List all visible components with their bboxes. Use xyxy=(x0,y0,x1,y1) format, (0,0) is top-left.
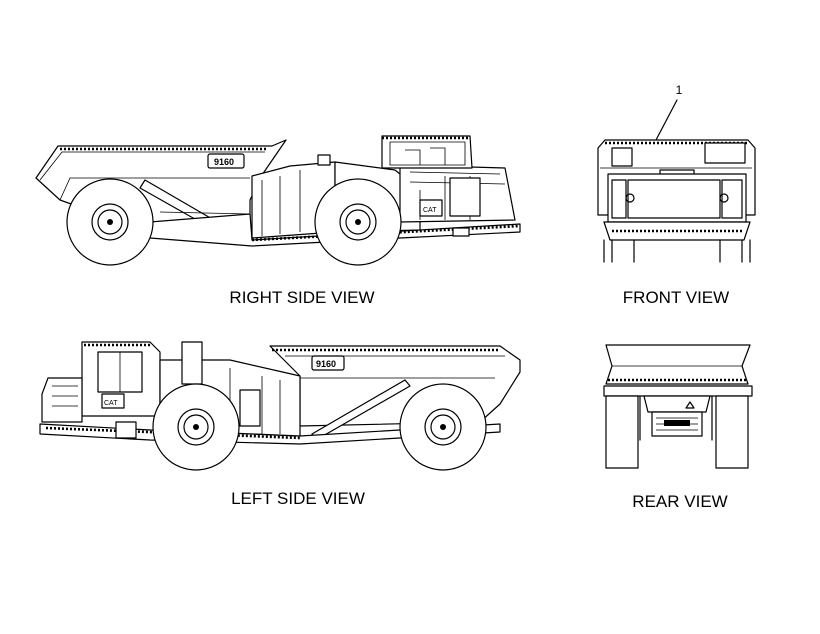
left-side-view-drawing: 9160 CAT xyxy=(39,341,521,471)
right-side-view-drawing: 9160 CAT xyxy=(35,135,521,266)
svg-text:9160: 9160 xyxy=(316,359,336,369)
right-side-view-label: RIGHT SIDE VIEW xyxy=(229,288,374,307)
left-side-rear-wheel xyxy=(399,383,487,471)
callout-leader-1 xyxy=(655,99,678,141)
svg-text:CAT: CAT xyxy=(423,207,437,214)
callout-number-1: 1 xyxy=(676,83,683,97)
front-view-label: FRONT VIEW xyxy=(623,288,729,307)
rear-view-drawing xyxy=(603,344,753,469)
svg-text:CAT: CAT xyxy=(104,400,118,407)
left-side-front-wheel xyxy=(152,383,240,471)
svg-text:9160: 9160 xyxy=(214,157,234,167)
front-view-drawing xyxy=(597,99,756,263)
right-side-rear-wheel xyxy=(66,178,154,266)
left-side-view-label: LEFT SIDE VIEW xyxy=(231,489,365,508)
right-side-front-wheel xyxy=(314,178,402,266)
rear-view-label: REAR VIEW xyxy=(632,492,727,511)
